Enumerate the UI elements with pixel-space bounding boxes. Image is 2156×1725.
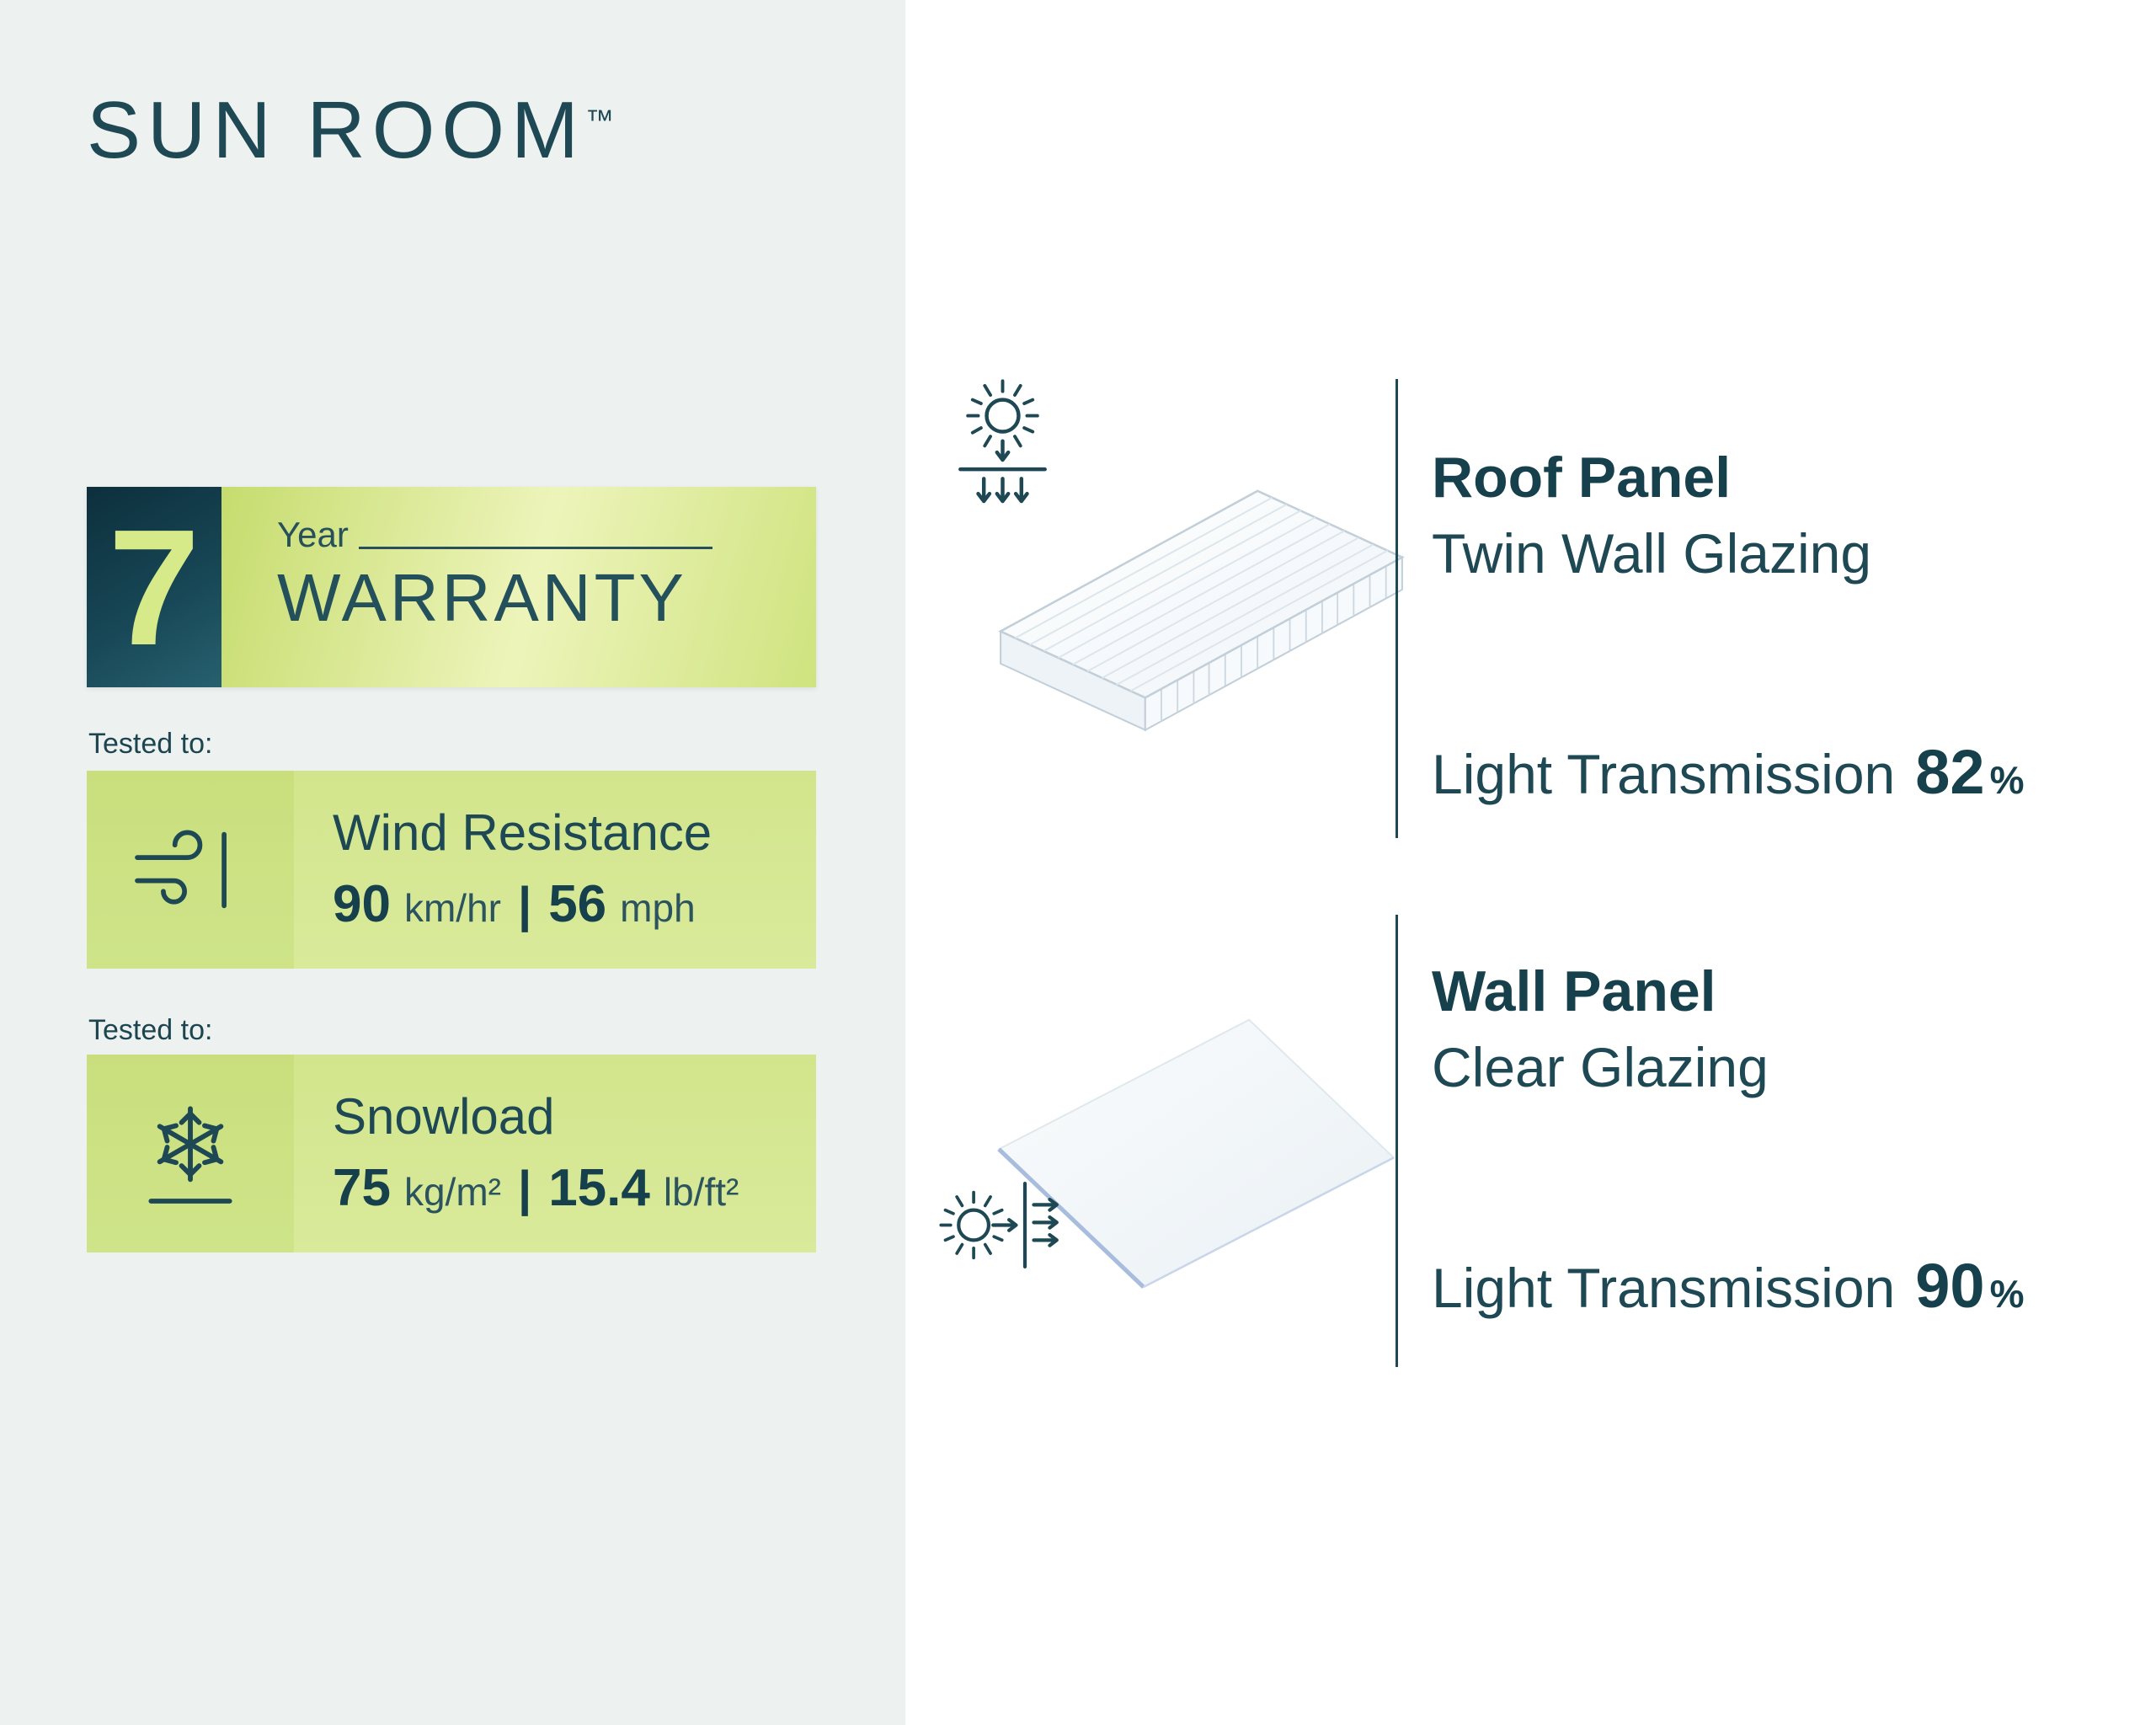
tested-to-label-snow: Tested to:: [88, 1014, 213, 1046]
page-title: SUN ROOM™: [87, 84, 616, 177]
wall-panel-subtitle: Clear Glazing: [1432, 1036, 1769, 1099]
brand-name: SUN ROOM: [87, 85, 585, 175]
left-panel: SUN ROOM™ 7 Year WARRANTY Tested to:: [0, 0, 905, 1725]
wind-title: Wind Resistance: [333, 804, 712, 861]
warranty-label: WARRANTY: [277, 560, 687, 635]
wind-icon: [87, 771, 294, 969]
roof-lt-percent: %: [1989, 758, 2025, 803]
wind-value-imperial: 56: [548, 875, 607, 933]
wall-lt-label: Light Transmission: [1432, 1257, 1896, 1320]
snow-value-metric: 75: [333, 1159, 391, 1217]
snow-unit-imperial: lb/ft²: [663, 1170, 739, 1214]
warranty-year-row: Year: [277, 517, 816, 553]
roof-lt-value: 82: [1915, 737, 1985, 808]
roof-panel-title: Roof Panel: [1432, 446, 1732, 510]
warranty-year-label: Year: [277, 515, 349, 554]
warranty-badge: 7 Year WARRANTY: [87, 487, 816, 687]
wall-light-transmission: Light Transmission 90 %: [1432, 1250, 2089, 1322]
wind-unit-metric: km/hr: [403, 886, 501, 930]
wall-panel-title: Wall Panel: [1432, 959, 1716, 1023]
snow-card-text: Snowload 75 kg/m² | 15.4 lb/ft²: [294, 1055, 816, 1252]
snow-title: Snowload: [333, 1088, 555, 1145]
snowflake-icon: [87, 1055, 294, 1252]
wind-resistance-card: Wind Resistance 90 km/hr | 56 mph: [87, 771, 816, 969]
warranty-badge-body: Year WARRANTY: [221, 487, 816, 687]
wall-divider-line: [1396, 915, 1398, 1367]
roof-lt-label: Light Transmission: [1432, 743, 1896, 806]
snow-value-imperial: 15.4: [548, 1159, 650, 1217]
wall-panel-illustration: [994, 1012, 1402, 1307]
snow-separator: |: [517, 1162, 532, 1216]
sun-rays-down-arrows-icon: [942, 373, 1064, 571]
roof-panel-subtitle: Twin Wall Glazing: [1432, 522, 1872, 585]
wind-separator: |: [517, 878, 532, 932]
roof-light-transmission: Light Transmission 82 %: [1432, 736, 2089, 808]
wind-value-metric: 90: [333, 875, 391, 933]
wind-values: 90 km/hr | 56 mph: [333, 874, 816, 934]
trademark-symbol: ™: [585, 104, 616, 136]
wall-lt-value: 90: [1915, 1251, 1985, 1322]
warranty-years-number: 7: [87, 487, 221, 687]
tested-to-label-wind: Tested to:: [88, 728, 213, 760]
roof-panel-text: Roof Panel Twin Wall Glazing Light Trans…: [1432, 445, 2089, 808]
warranty-underline: [358, 547, 712, 549]
wall-panel-text: Wall Panel Clear Glazing Light Transmiss…: [1432, 959, 2089, 1322]
roof-panel-illustration: [994, 465, 1411, 793]
snow-values: 75 kg/m² | 15.4 lb/ft²: [333, 1158, 816, 1218]
wind-card-text: Wind Resistance 90 km/hr | 56 mph: [294, 771, 816, 969]
roof-divider-line: [1396, 379, 1398, 838]
wind-unit-imperial: mph: [620, 886, 696, 930]
snow-unit-metric: kg/m²: [403, 1170, 501, 1214]
snowload-card: Snowload 75 kg/m² | 15.4 lb/ft²: [87, 1055, 816, 1252]
wall-lt-percent: %: [1989, 1272, 2025, 1316]
sun-rays-through-wall-icon: [937, 1167, 1113, 1283]
